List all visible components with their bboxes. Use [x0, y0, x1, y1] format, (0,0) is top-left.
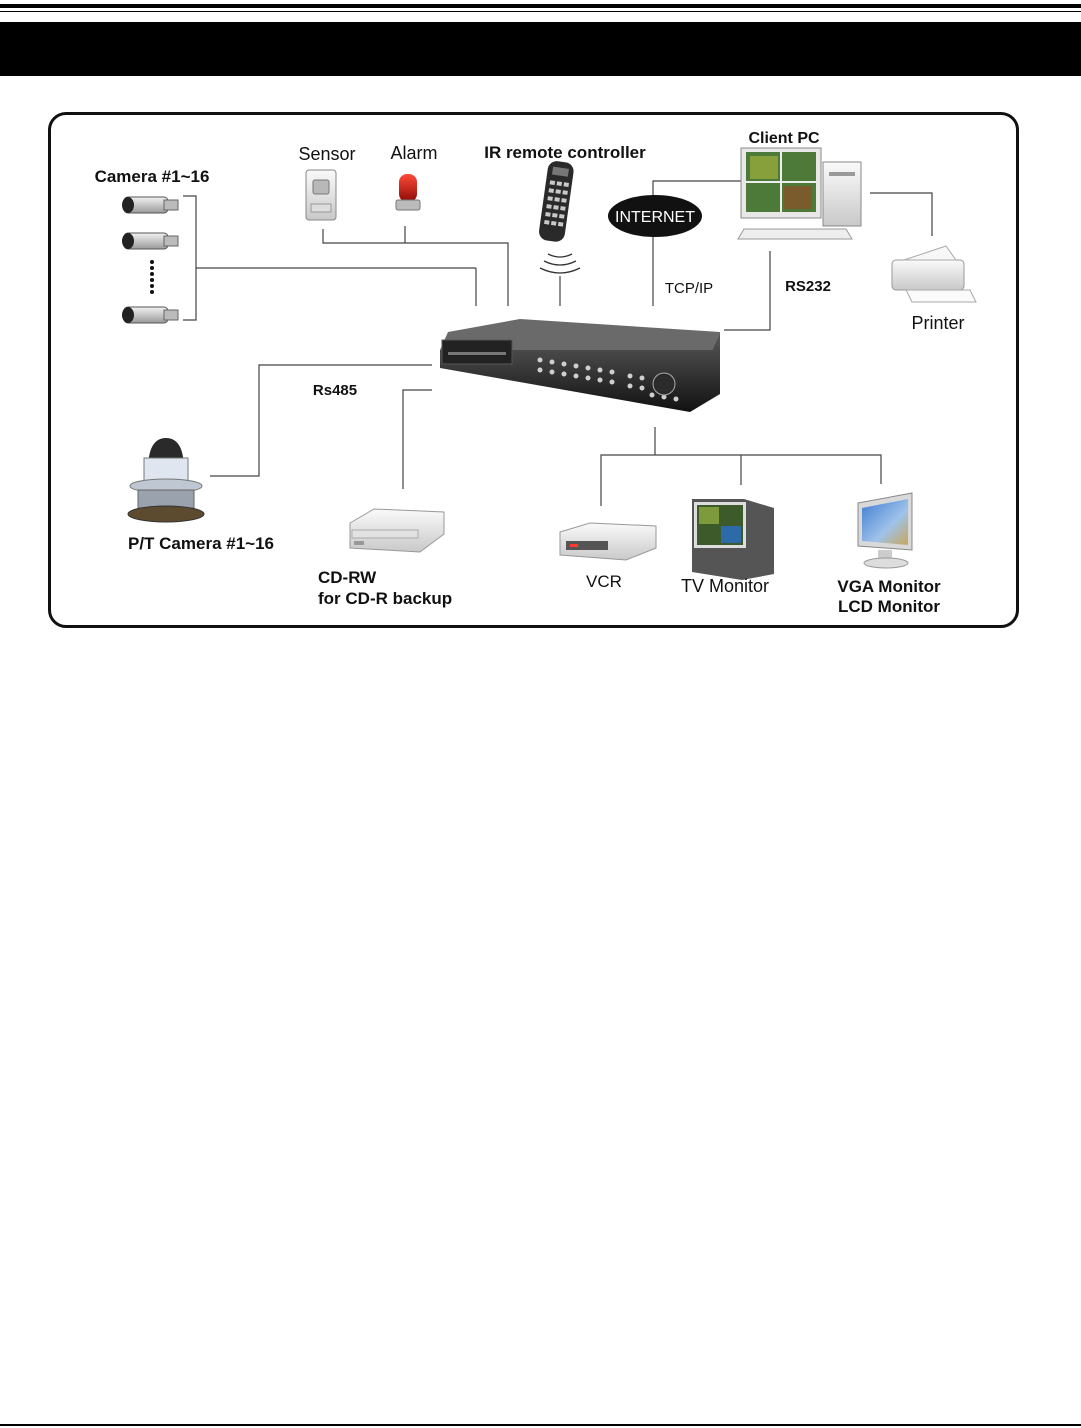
vga-monitor-label: VGA Monitor	[837, 577, 941, 596]
camera-icon	[122, 197, 178, 323]
cdrw-label-line2: for CD-R backup	[318, 589, 452, 608]
vcr-label: VCR	[586, 572, 622, 591]
sensor-label: Sensor	[298, 144, 355, 164]
client-pc-label: Client PC	[748, 130, 820, 147]
ir-signal-icon	[540, 254, 580, 273]
cd-rw-drive-icon	[350, 509, 444, 552]
crt-monitor-icon	[692, 499, 774, 580]
alarm-icon	[396, 174, 420, 210]
ir-remote-icon	[538, 160, 575, 243]
tv-monitor-label: TV Monitor	[681, 576, 769, 596]
sensor-icon	[306, 170, 336, 220]
vcr-icon	[560, 523, 656, 560]
rs232-label: RS232	[785, 278, 831, 295]
internet-cloud-icon: INTERNET	[608, 195, 702, 237]
camera-label: Camera #1~16	[95, 167, 210, 186]
dvr-recorder-icon	[440, 319, 720, 412]
printer-icon	[892, 246, 976, 302]
printer-label: Printer	[911, 313, 964, 333]
pt-camera-label: P/T Camera #1~16	[128, 534, 274, 553]
rs485-label: Rs485	[313, 382, 357, 399]
lcd-monitor-icon	[858, 493, 912, 568]
lcd-monitor-label: LCD Monitor	[838, 597, 940, 616]
alarm-label: Alarm	[390, 143, 437, 163]
cdrw-label-line1: CD-RW	[318, 568, 377, 587]
tcpip-label: TCP/IP	[665, 280, 713, 297]
client-pc-icon	[738, 148, 861, 239]
ptz-dome-camera-icon	[128, 438, 204, 522]
internet-label: INTERNET	[615, 209, 695, 226]
ir-remote-label: IR remote controller	[484, 143, 646, 162]
